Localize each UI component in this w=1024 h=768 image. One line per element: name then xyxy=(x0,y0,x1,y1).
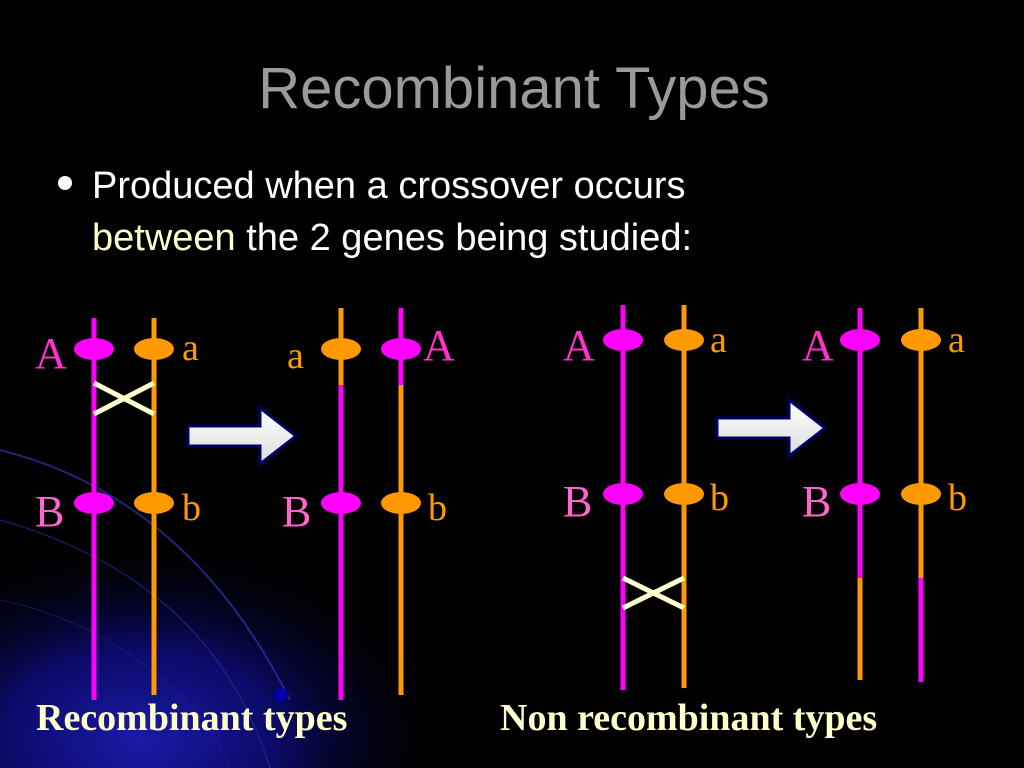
recombinant-result-pair: a A B b xyxy=(282,308,455,700)
gene-B-marker xyxy=(74,492,114,514)
gene-b-marker xyxy=(901,483,941,505)
gene-A-marker xyxy=(603,329,643,351)
gene-A-marker xyxy=(74,338,114,360)
non-recombinant-parent-pair: A a B b xyxy=(563,305,729,690)
allele-label-a: a xyxy=(287,335,304,377)
gene-a-marker xyxy=(134,338,174,360)
allele-label-a: a xyxy=(710,319,727,361)
arrow-right-icon xyxy=(715,396,828,460)
caption-recombinant: Recombinant types xyxy=(36,697,347,739)
bullet-highlight: between xyxy=(92,217,236,259)
allele-label-B: B xyxy=(282,487,311,536)
allele-label-b: b xyxy=(182,487,201,529)
allele-label-B: B xyxy=(563,477,592,526)
allele-label-a: a xyxy=(182,327,199,369)
allele-label-A: A xyxy=(802,321,834,370)
crossover-mark xyxy=(92,380,156,417)
allele-label-B: B xyxy=(802,477,831,526)
background-curve xyxy=(0,599,231,768)
non-recombinant-result-pair: A a B b xyxy=(802,308,967,682)
gene-a-marker xyxy=(901,329,941,351)
recombinant-parent-pair: A a B b xyxy=(35,318,201,700)
allele-label-a: a xyxy=(948,319,965,361)
gene-B-marker xyxy=(603,483,643,505)
gene-b-marker xyxy=(664,483,704,505)
allele-label-b: b xyxy=(948,477,967,519)
bullet-line-2-rest: the 2 genes being studied: xyxy=(235,217,693,259)
arrow-right-icon xyxy=(186,404,299,468)
allele-label-A: A xyxy=(563,321,595,370)
bullet-dot-icon xyxy=(58,176,72,190)
slide-title: Recombinant Types xyxy=(258,56,770,121)
bullet-text: Produced when a crossover occurs between… xyxy=(92,160,992,264)
bullet-line-1: Produced when a crossover occurs xyxy=(92,165,686,207)
background-curve xyxy=(0,519,271,768)
gene-a-marker xyxy=(321,338,361,360)
gene-B-marker xyxy=(840,483,880,505)
gene-A-marker xyxy=(840,329,880,351)
gene-A-marker xyxy=(381,338,421,360)
allele-label-A: A xyxy=(35,329,67,378)
allele-label-B: B xyxy=(35,487,64,536)
gene-a-marker xyxy=(664,329,704,351)
bullet-line-2: between the 2 genes being studied: xyxy=(92,212,992,264)
background-dot xyxy=(274,688,288,702)
crossover-mark xyxy=(621,575,686,611)
allele-label-A: A xyxy=(423,321,455,370)
background-curve xyxy=(0,449,291,701)
gene-B-marker xyxy=(321,492,361,514)
caption-non-recombinant: Non recombinant types xyxy=(500,697,877,739)
allele-label-b: b xyxy=(710,477,729,519)
gene-b-marker xyxy=(134,492,174,514)
allele-label-b: b xyxy=(428,487,447,529)
gene-b-marker xyxy=(381,492,421,514)
